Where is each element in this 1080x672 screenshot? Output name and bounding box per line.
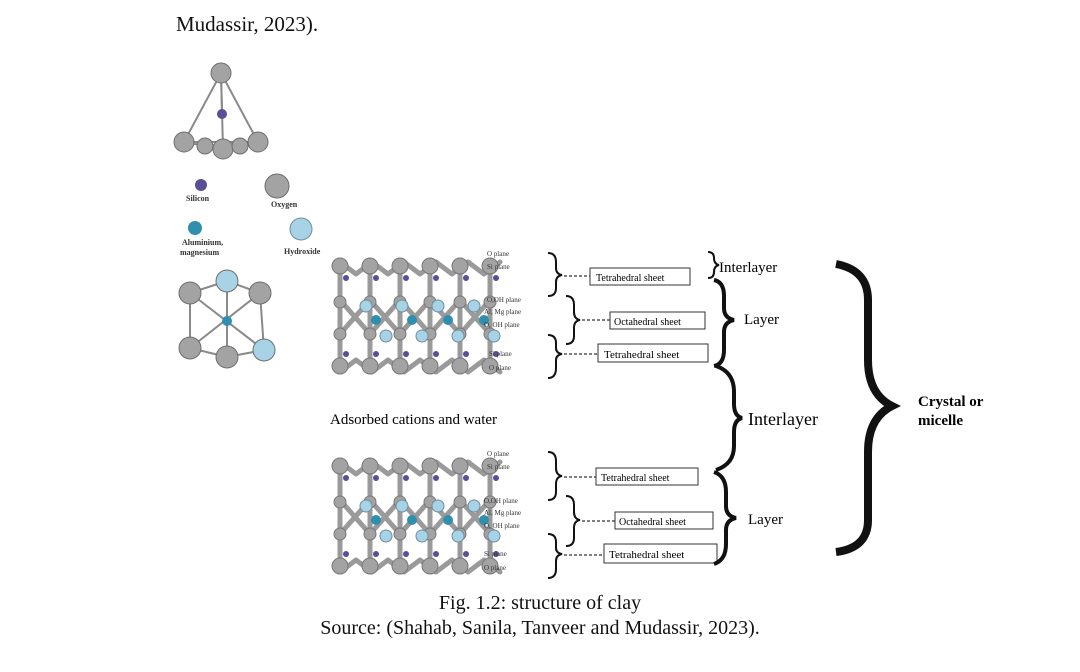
silicon-legend-label: Silicon [186, 194, 210, 203]
svg-text:Octahedral sheet: Octahedral sheet [614, 317, 681, 328]
svg-text:Tetrahedral sheet: Tetrahedral sheet [604, 349, 679, 361]
sheet-label-octa-2: Octahedral sheet [614, 511, 714, 530]
svg-text:Al, Mg plane: Al, Mg plane [484, 509, 521, 517]
body-text-line: Mudassir, 2023). [176, 12, 319, 36]
svg-text:O plane: O plane [487, 450, 509, 458]
sheet-label-octa-1: Octahedral sheet [609, 311, 706, 330]
interlayer-top-label: Interlayer [719, 260, 777, 276]
interlayer-mid-label: Interlayer [748, 409, 818, 429]
interlayer-mid-brace [715, 364, 743, 472]
svg-text:Si plane: Si plane [487, 263, 510, 271]
svg-text:Tetrahedral sheet: Tetrahedral sheet [596, 273, 665, 284]
svg-text:O plane: O plane [484, 564, 506, 572]
svg-text:O,OH plane: O,OH plane [484, 497, 518, 505]
tetrahedron-atoms [173, 62, 269, 160]
crystal-brace [835, 260, 901, 556]
clay-layer-top [331, 257, 503, 375]
hydroxide-legend-icon [289, 217, 313, 241]
dashed-connectors [564, 275, 615, 556]
oxygen-legend-label: Oxygen [271, 200, 298, 209]
layer-brace-bottom [713, 470, 737, 566]
svg-text:Tetrahedral sheet: Tetrahedral sheet [609, 549, 684, 561]
svg-text:O plane: O plane [489, 364, 511, 372]
adsorbed-label: Adsorbed cations and water [330, 412, 497, 428]
aluminium-atom [222, 316, 232, 326]
sheet-label-tetra-1: Tetrahedral sheet [589, 267, 691, 286]
svg-text:Octahedral sheet: Octahedral sheet [619, 517, 686, 528]
layer-brace-top [713, 278, 735, 368]
silicon-legend-icon [195, 179, 207, 191]
svg-text:Tetrahedral sheet: Tetrahedral sheet [601, 473, 670, 484]
sheet-label-tetra-4: Tetrahedral sheet [603, 543, 718, 564]
layer-label-top: Layer [744, 312, 779, 328]
svg-text:O,OH plane: O,OH plane [487, 296, 521, 304]
aluminium-legend-icon [188, 221, 202, 235]
hydroxide-legend-label: Hydroxide [284, 247, 321, 256]
crystal-label-2: micelle [918, 413, 963, 429]
svg-text:O, OH plane: O, OH plane [484, 321, 520, 329]
sheet-label-tetra-2: Tetrahedral sheet [597, 343, 709, 363]
svg-text:Si plane: Si plane [484, 550, 507, 558]
figure-caption: Fig. 1.2: structure of clay [438, 592, 642, 614]
silicon-atom [217, 109, 227, 119]
aluminium-legend-label-1: Aluminium, [182, 238, 223, 247]
interlayer-top-brace [707, 251, 720, 279]
svg-text:O, OH plane: O, OH plane [484, 522, 520, 530]
figure-source: Source: (Shahab, Sanila, Tanveer and Mud… [320, 617, 760, 639]
sheet-braces [547, 252, 581, 579]
svg-text:Si plane: Si plane [489, 350, 512, 358]
plane-labels-top: O plane Si plane O,OH plane Al, Mg plane… [484, 250, 521, 372]
plane-labels-bottom: O plane Si plane O,OH plane Al, Mg plane… [484, 450, 521, 572]
aluminium-legend-label-2: magnesium [180, 248, 219, 257]
clay-layer-bottom [331, 457, 503, 575]
crystal-label-1: Crystal or [918, 394, 984, 410]
atom-legend: Silicon Oxygen Aluminium, magnesium Hydr… [180, 173, 321, 257]
layer-label-bottom: Layer [748, 512, 783, 528]
sheet-label-tetra-3: Tetrahedral sheet [595, 467, 699, 486]
svg-text:Al, Mg plane: Al, Mg plane [484, 308, 521, 316]
svg-text:Si plane: Si plane [487, 463, 510, 471]
oxygen-legend-icon [264, 173, 290, 199]
svg-text:O plane: O plane [487, 250, 509, 258]
octahedron-atoms [178, 269, 276, 369]
